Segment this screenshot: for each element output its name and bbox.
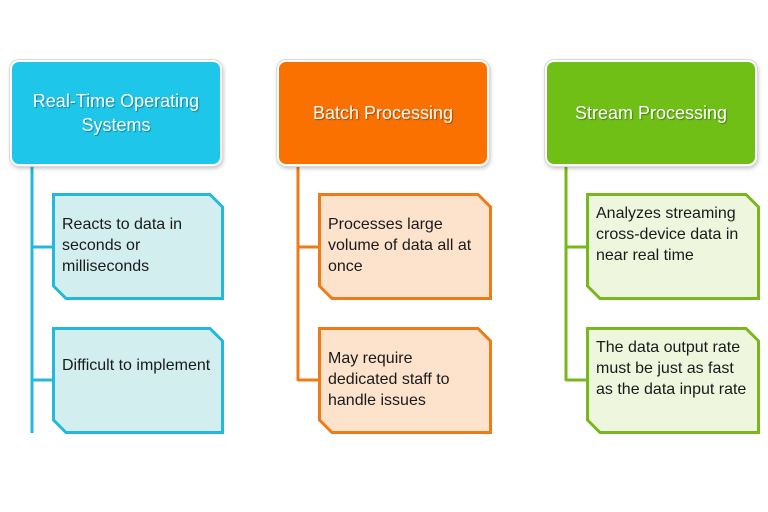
header-rtos: Real-Time Operating Systems <box>10 60 222 166</box>
card-batch-1: Processes large volume of data all at on… <box>318 193 492 300</box>
header-batch-label: Batch Processing <box>312 103 454 123</box>
card-rtos-2: Difficult to implement <box>52 327 224 434</box>
card-batch-1-text: Processes large volume of data all at on… <box>328 216 472 275</box>
card-stream-1-text: Analyzes streaming cross-device data in … <box>596 205 739 264</box>
card-batch-2-text: May require dedicated staff to handle is… <box>328 350 450 409</box>
card-rtos-2-text: Difficult to implement <box>62 357 211 374</box>
card-shape <box>586 327 760 434</box>
card-rtos-1: Reacts to data in seconds or millisecond… <box>52 193 224 300</box>
card-batch-2: May require dedicated staff to handle is… <box>318 327 492 434</box>
card-shape <box>318 327 492 434</box>
header-batch: Batch Processing <box>277 60 489 166</box>
card-shape <box>318 193 492 300</box>
card-stream-2: The data output rate must be just as fas… <box>586 327 760 434</box>
card-shape <box>52 327 224 434</box>
card-shape <box>586 193 760 300</box>
card-stream-1: Analyzes streaming cross-device data in … <box>586 193 760 300</box>
header-stream-label: Stream Processing <box>574 103 728 123</box>
header-rtos-label: Real-Time Operating Systems <box>32 91 200 135</box>
header-stream: Stream Processing <box>545 60 757 166</box>
card-shape <box>52 193 224 300</box>
card-rtos-1-text: Reacts to data in seconds or millisecond… <box>62 216 183 275</box>
card-stream-2-text: The data output rate must be just as fas… <box>596 339 747 398</box>
